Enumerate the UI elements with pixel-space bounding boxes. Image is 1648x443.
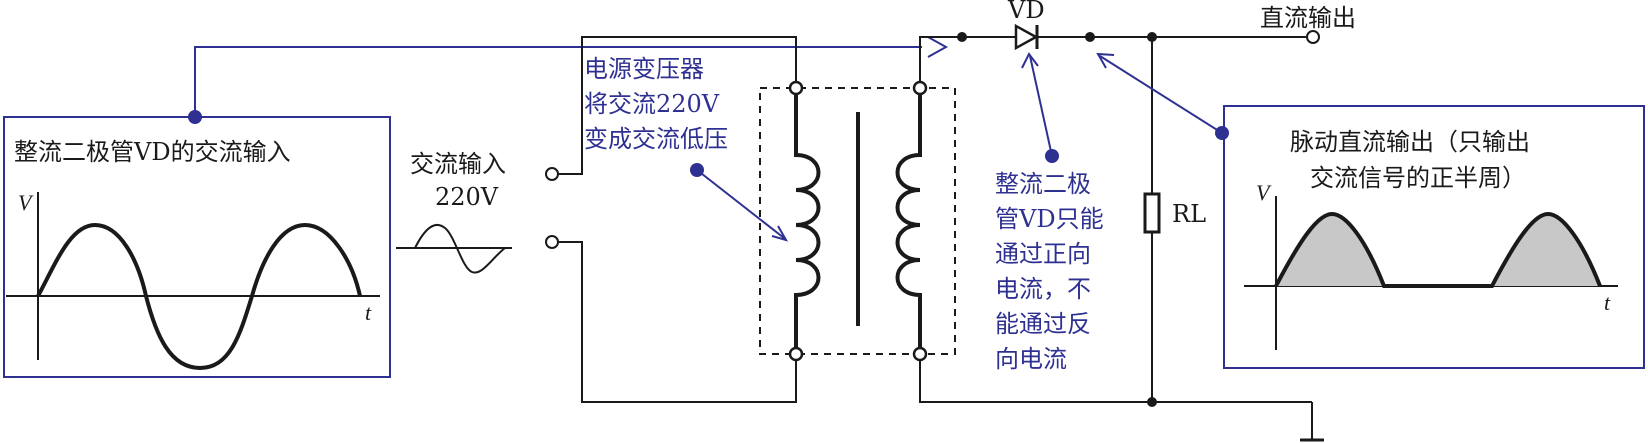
ac-input-label: 交流输入 (410, 150, 506, 178)
secondary-bottom-wire (919, 360, 1152, 403)
right-connector-arrowhead (1096, 52, 1115, 69)
terminal-icon (545, 235, 559, 249)
secondary-top-terminal (912, 80, 928, 96)
left-panel-connector (188, 36, 949, 124)
right-panel-title-line1: 脉动直流输出（只输出 (1290, 128, 1530, 156)
diode-note-line: 通过正向 (995, 240, 1091, 268)
terminal-icon (545, 167, 559, 181)
primary-coil (794, 94, 821, 348)
left-panel: 整流二极管VD的交流输入 V t (3, 116, 391, 378)
right-v-label: V (1256, 180, 1272, 205)
left-connector-arrowhead (927, 36, 949, 58)
junction-dot (1085, 32, 1095, 42)
resistor-icon: RL (1143, 37, 1206, 402)
secondary-bottom-terminal (912, 346, 928, 362)
primary-bottom-terminal (788, 346, 804, 362)
transformer-note-arrow (696, 169, 785, 239)
ac-input-voltage: 220V (435, 183, 499, 211)
dc-output-label: 直流输出 (1260, 4, 1356, 32)
diode-icon: VD (1007, 0, 1045, 51)
diode-note-arrow (1029, 55, 1053, 157)
half-wave-fill (1492, 214, 1600, 286)
transformer-dashed-frame (759, 87, 956, 355)
diode-note: 整流二极 管VD只能 通过正向 电流，不 能通过反 向电流 (995, 52, 1104, 373)
ac-input: 交流输入 220V (396, 36, 797, 403)
diode-triangle (1014, 23, 1039, 51)
right-connector-arrow (1099, 55, 1223, 134)
transformer-note-line: 变成交流低压 (584, 125, 728, 153)
primary-bottom-wire (558, 241, 797, 403)
left-panel-frame (3, 116, 391, 378)
right-panel: 脉动直流输出（只输出 交流信号的正半周） V t (1096, 52, 1645, 369)
diode-note-line: 向电流 (995, 345, 1067, 373)
diode-note-line: 电流，不 (995, 275, 1091, 303)
diode-label: VD (1007, 0, 1045, 24)
transformer-note-line: 将交流220V (584, 90, 720, 118)
left-connector-line (194, 46, 922, 117)
left-v-label: V (18, 190, 34, 215)
resistor-body (1143, 192, 1161, 234)
diode-note-arrowhead (1021, 52, 1039, 69)
junction-dot (957, 32, 967, 42)
diode-note-line: 整流二极 (995, 170, 1091, 198)
secondary-coil (895, 94, 922, 348)
half-wave-fill (1276, 214, 1384, 286)
transformer-note: 电源变压器 将交流220V 变成交流低压 (584, 55, 789, 242)
diode-note-line: 能通过反 (995, 310, 1091, 338)
transformer-note-arrowhead (771, 225, 789, 242)
ac-sine-wave (36, 222, 362, 371)
primary-top-terminal (788, 80, 804, 96)
left-t-label: t (365, 300, 372, 325)
left-panel-title: 整流二极管VD的交流输入 (14, 138, 291, 166)
resistor-label: RL (1172, 200, 1206, 228)
output-terminal-icon (1306, 30, 1320, 44)
right-t-label: t (1604, 290, 1611, 315)
secondary-top-wire (919, 36, 1016, 82)
primary-top-wire (558, 36, 797, 175)
transformer-icon (759, 80, 956, 362)
right-panel-title-line2: 交流信号的正半周） (1310, 164, 1526, 192)
ac-input-sine (414, 223, 506, 274)
left-connector-dot (188, 110, 202, 124)
diode-note-line: 管VD只能 (995, 205, 1104, 233)
pulsating-dc-wave (1274, 211, 1602, 288)
transformer-note-line: 电源变压器 (584, 55, 704, 83)
secondary-circuit: 直流输出 (919, 4, 1356, 442)
